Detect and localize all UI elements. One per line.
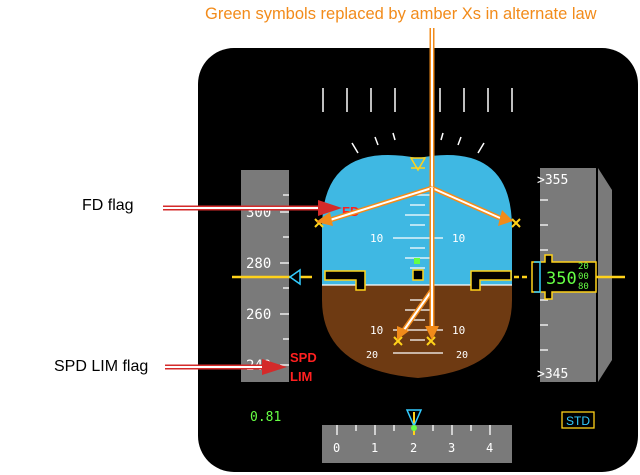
speed-tick-280: 280	[246, 256, 271, 272]
vertical-speed-scale	[598, 168, 612, 382]
spd-lim-flag-line2: LIM	[290, 369, 312, 384]
heading-target-icon	[405, 409, 423, 428]
spd-lim-flag-line1: SPD	[290, 350, 317, 365]
attitude-indicator	[322, 154, 512, 378]
altitude-top-label: >355	[537, 173, 568, 188]
heading-label-0: 0	[333, 441, 340, 455]
altitude-readout-box	[531, 254, 597, 300]
heading-scale	[322, 425, 512, 463]
altitude-small-20: 20	[578, 262, 589, 272]
fd-flag-arrow	[163, 200, 342, 216]
pitch-label-bottom-right: 20	[456, 350, 468, 361]
heading-label-3: 3	[448, 441, 455, 455]
altitude-tape-ticks	[540, 199, 548, 351]
roll-pointer	[409, 157, 427, 172]
heading-label-1: 1	[371, 441, 378, 455]
amber-x-lower-right	[426, 336, 436, 346]
pitch-label-up-left: 10	[370, 232, 383, 245]
roll-scale	[351, 132, 485, 154]
pitch-label-down-left: 10	[370, 324, 383, 337]
mach-readout: 0.81	[250, 410, 281, 425]
amber-x-lower-left	[393, 336, 403, 346]
altitude-target-icon	[534, 261, 541, 293]
pitch-label-up-right: 10	[452, 232, 465, 245]
annotation-fd-flag: FD flag	[82, 197, 134, 214]
pitch-label-down-right: 10	[452, 324, 465, 337]
pointer-head-left	[316, 212, 333, 226]
altitude-small-80: 80	[578, 282, 589, 292]
title-pointer-arrows	[329, 28, 502, 332]
fpv-marker	[414, 258, 420, 264]
top-tick-marks	[322, 88, 513, 112]
aircraft-symbol-right	[470, 270, 512, 291]
amber-x-right	[511, 218, 521, 228]
heading-label-2: 2	[410, 441, 417, 455]
speed-tape-ticks	[280, 194, 289, 366]
altitude-bottom-label: >345	[537, 367, 568, 382]
altitude-current-value: 350	[546, 269, 577, 289]
annotation-title: Green symbols replaced by amber Xs in al…	[205, 5, 597, 23]
heading-track-icon	[411, 425, 417, 431]
heading-label-4: 4	[486, 441, 493, 455]
aircraft-center-dot	[412, 269, 424, 281]
baro-std-label: STD	[566, 414, 590, 428]
speed-tick-260: 260	[246, 307, 271, 323]
altitude-small-00: 00	[578, 272, 589, 282]
pointer-head-lower-left	[397, 326, 409, 340]
aircraft-symbol-left	[324, 270, 366, 291]
speed-target-icon	[288, 268, 301, 286]
pointer-head-lower-right	[425, 326, 439, 340]
pointer-head-right	[498, 210, 513, 226]
baro-std-box	[561, 411, 595, 429]
spd-lim-arrow	[165, 359, 287, 375]
pitch-label-bottom-left: 20	[366, 350, 378, 361]
annotation-spd-lim-flag: SPD LIM flag	[54, 358, 149, 375]
